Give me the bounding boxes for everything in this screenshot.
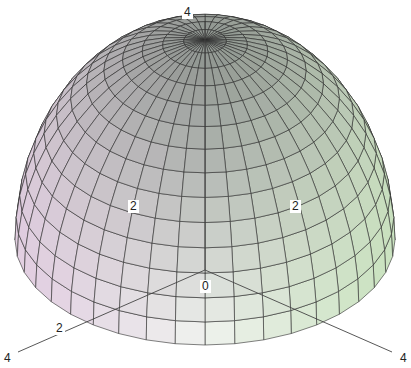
mesh-cell (182, 172, 205, 197)
mesh-cell (224, 146, 247, 172)
mesh-cell (178, 221, 205, 247)
axis-tick-label: 4 (182, 6, 193, 19)
mesh-cell (152, 218, 180, 247)
mesh-cell (228, 193, 254, 221)
mesh-cell (195, 68, 205, 86)
mesh-cell (175, 297, 205, 322)
mesh-cell (205, 40, 215, 52)
mesh-cell (163, 146, 186, 172)
axis-line (18, 270, 205, 352)
mesh-cell (251, 188, 278, 218)
mesh-cell (232, 243, 261, 272)
mesh-cell (205, 85, 218, 105)
mesh-cell (205, 53, 212, 69)
mesh-cell (168, 124, 189, 149)
axis-tick-label: 2 (290, 200, 301, 213)
mesh-cell (189, 105, 205, 127)
mesh-cell (202, 40, 205, 53)
mesh-cell (205, 105, 221, 127)
mesh-cell (184, 148, 205, 173)
mesh-cell (218, 103, 236, 126)
mesh-cell (205, 40, 208, 53)
mesh-cell (148, 268, 177, 296)
axis-line (205, 270, 392, 352)
mesh-cell (221, 124, 242, 149)
mesh-cell (205, 247, 233, 273)
mesh-cell (205, 40, 212, 53)
mesh-cell (165, 34, 186, 37)
mesh-cell (205, 321, 235, 345)
mesh-cell (205, 172, 228, 197)
mesh-cell (234, 293, 263, 321)
mesh-cell (233, 268, 262, 296)
axis-tick-label: 4 (2, 352, 13, 365)
mesh-cell (180, 196, 205, 222)
mesh-cell (175, 321, 205, 345)
axis-tick-label: 4 (398, 352, 409, 365)
mesh-cell (205, 126, 224, 149)
axis-line (205, 22, 206, 270)
mesh-cell (146, 317, 175, 344)
mesh-cell (155, 193, 181, 221)
mesh-cell (186, 126, 205, 149)
mesh-cell (205, 148, 226, 173)
mesh-cell (159, 169, 184, 196)
mesh-cell (224, 34, 245, 37)
mesh-cell (205, 68, 215, 86)
mesh-cell (205, 221, 232, 247)
axis-tick-label: 2 (128, 200, 139, 213)
mesh-cell (198, 53, 205, 69)
mesh-cell (174, 103, 192, 126)
mesh-cell (177, 247, 205, 273)
axis-tick-label: 0 (200, 280, 211, 293)
mesh-cell (192, 85, 205, 105)
axis-tick-label: 2 (54, 322, 65, 335)
mesh-cell (195, 40, 205, 52)
mesh-cell (235, 317, 264, 344)
mesh-cell (150, 243, 179, 272)
mesh-cell (230, 218, 258, 247)
mesh-cell (205, 196, 230, 222)
mesh-cell (205, 297, 235, 322)
mesh-cell (226, 169, 251, 196)
mesh-cell (198, 40, 205, 53)
mesh-cell (147, 293, 176, 321)
hemisphere-mesh (15, 14, 395, 345)
